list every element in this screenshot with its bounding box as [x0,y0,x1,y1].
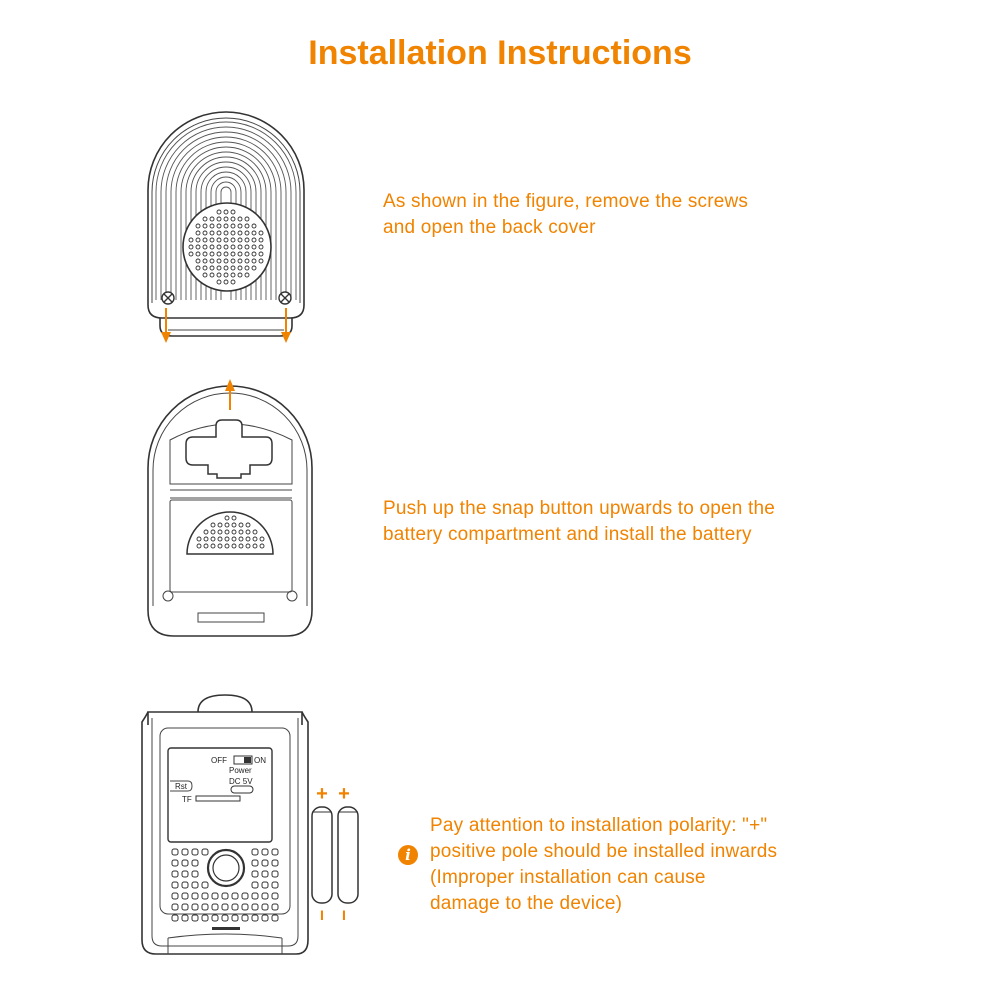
screw-right-icon [278,291,292,305]
step-2-text: Push up the snap button upwards to open … [383,496,775,548]
battery-1 [311,806,333,904]
step-3-line-2: positive pole should be installed inward… [430,841,778,862]
step-3-text: Pay attention to installation polarity: … [430,813,777,917]
cover-grooves [155,121,297,300]
power-switch [233,755,253,765]
figure-battery-compartment [147,379,313,637]
snap-button [185,419,273,479]
on-label: ON [254,756,266,765]
minus-mark-1: I [320,907,324,923]
arrow-up-icon [225,379,235,410]
battery-2 [337,806,359,904]
figure-back-cover [147,111,305,343]
arrow-down-left-icon [161,308,171,343]
page-title: Installation Instructions [308,34,692,72]
step-2-line-2: battery compartment and install the batt… [383,524,752,545]
speaker-half-holes [196,515,265,549]
dc-port [230,785,254,794]
tf-slot [195,795,241,802]
rst-label: Rst [175,782,188,791]
arrow-down-right-icon [281,308,291,343]
control-panel [167,747,273,843]
plus-mark-2: + [338,783,350,805]
step-3-line-4: damage to the device) [430,893,623,914]
speaker-half-grille [186,511,274,555]
dc-label: DC 5V [229,777,253,786]
screw-left-icon [161,291,175,305]
info-icon: i [398,845,418,865]
plus-mark-1: + [316,783,328,805]
step-1-line-2: and open the back cover [383,217,596,238]
step-2-line-1: Push up the snap button upwards to open … [383,498,776,519]
step-1-line-1: As shown in the figure, remove the screw… [383,191,749,212]
speaker-holes-grid [171,848,279,922]
minus-mark-2: I [342,907,346,923]
tf-label: TF [182,795,192,804]
figure-device-batteries: OFF ON Power DC 5V Rst TF + + I I [141,694,359,955]
step-3-line-3: (Improper installation can cause [430,867,706,888]
power-label: Power [229,766,252,775]
step-1-text: As shown in the figure, remove the screw… [383,189,748,241]
speaker-holes [188,209,264,285]
off-label: OFF [211,756,227,765]
step-3-line-1: Pay attention to installation polarity: … [430,815,768,836]
